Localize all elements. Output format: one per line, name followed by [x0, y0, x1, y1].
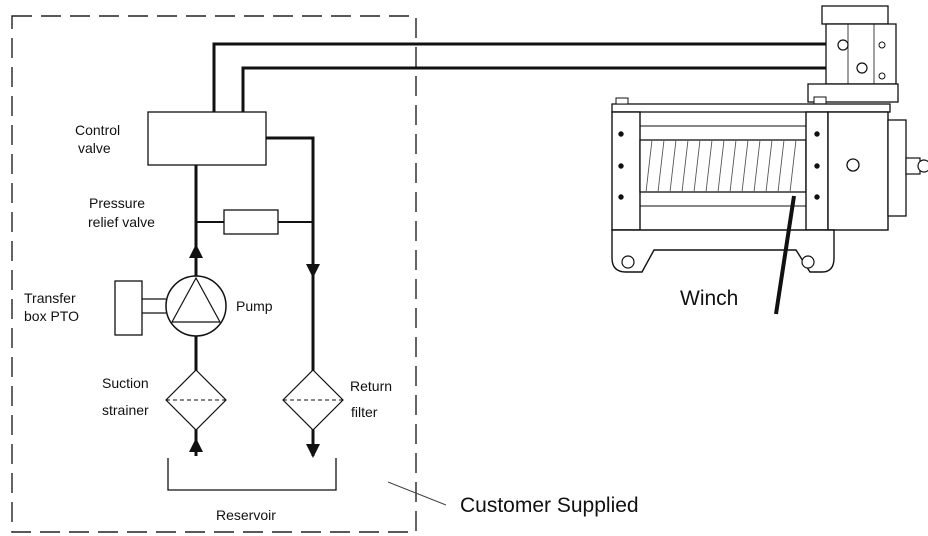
winch-label: Winch: [680, 287, 739, 310]
winch-drum-rope: [645, 139, 797, 193]
gearbox-plug: [846, 158, 860, 172]
mount-hole-right: [801, 255, 815, 269]
pressure-relief-label-line1: Pressure: [89, 195, 146, 211]
pump-label: Pump: [236, 298, 273, 314]
winch: [611, 5, 928, 273]
brake-housing: [887, 119, 907, 217]
winch-wire-rope: [774, 195, 796, 315]
customer-supplied-leader: [387, 481, 447, 506]
winch-top-rail: [611, 103, 891, 113]
motor-body: [825, 23, 897, 85]
winch-gearbox: [827, 111, 889, 231]
suction-strainer-label-line1: Suction: [102, 375, 149, 391]
control-valve-label-line1: Control: [75, 122, 121, 138]
pressure-line-to-motor: [212, 42, 830, 112]
suction-strainer-label-line2: strainer: [102, 402, 149, 418]
flow-arrow-up-lower: [189, 438, 203, 452]
winch-left-end-plate: [611, 111, 641, 231]
return-filter-label-line1: Return: [350, 378, 393, 394]
reservoir: [167, 458, 337, 491]
flow-arrow-down-lower: [306, 444, 320, 458]
pump: [165, 275, 227, 337]
mount-hole-left: [621, 255, 635, 269]
return-line: [266, 136, 315, 456]
transfer-box-label-line1: Transfer: [24, 290, 76, 306]
return-filter-label-line2: filter: [351, 404, 378, 420]
reservoir-label: Reservoir: [216, 507, 276, 523]
customer-supplied-label: Customer Supplied: [460, 494, 639, 517]
winch-mounting-feet: [611, 229, 835, 273]
flow-arrow-up-upper: [189, 244, 203, 258]
transfer-box-label-line2: box PTO: [24, 308, 79, 324]
pump-triangle: [170, 276, 222, 323]
control-valve-label-line2: valve: [78, 140, 111, 156]
pressure-relief-label-line2: relief valve: [88, 214, 155, 230]
pressure-relief-valve: [223, 209, 279, 235]
motor-flange: [807, 83, 899, 103]
control-valve: [147, 111, 267, 166]
transfer-box-pto: [114, 280, 143, 336]
return-line-from-motor: [241, 66, 858, 112]
customer-supplied-boundary: [11, 15, 417, 533]
flow-arrow-down-upper: [306, 264, 320, 278]
motor-top-cap: [821, 5, 889, 25]
winch-right-end-plate: [805, 111, 829, 231]
motor-port-b: [856, 62, 868, 74]
motor-port-a: [837, 39, 849, 51]
